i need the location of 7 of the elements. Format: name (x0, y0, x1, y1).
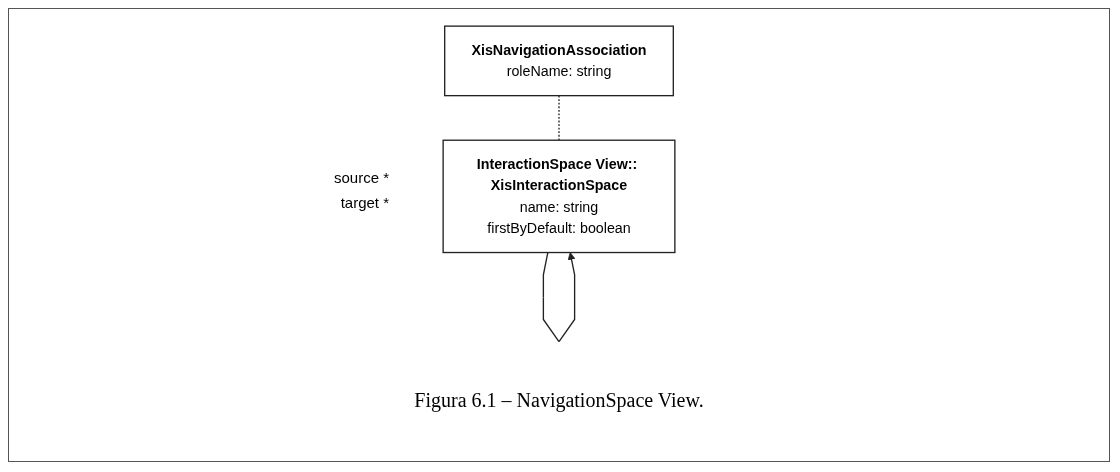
figure-caption: Figura 6.1 – NavigationSpace View. (414, 389, 704, 412)
arrow (542, 251, 576, 343)
connector (558, 95, 560, 141)
node-box: InteractionSpace View:: XisInteractionSpace name: string firstByDefault: boolean (442, 139, 676, 254)
role-label: source * (332, 169, 389, 186)
role-label: target * (339, 194, 389, 211)
node-box: XisNavigationAssociation roleName: string (444, 25, 674, 97)
